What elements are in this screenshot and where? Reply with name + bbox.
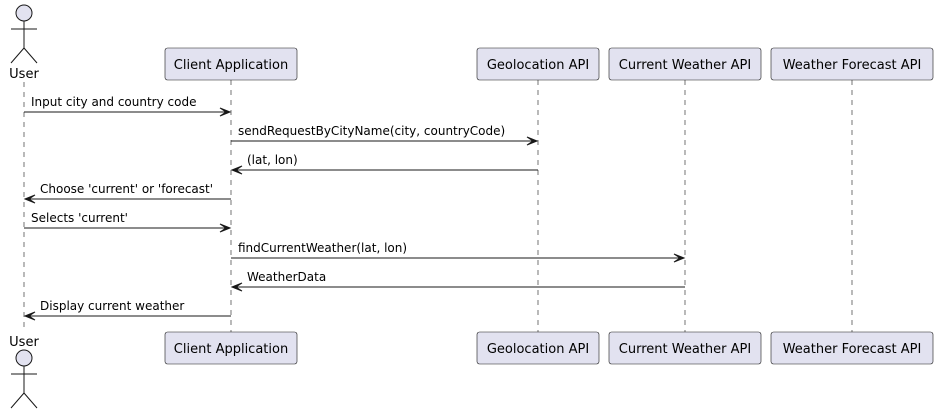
message-arrow-head	[230, 282, 243, 292]
message-8: Display current weather	[23, 299, 231, 321]
message-label: sendRequestByCityName(city, countryCode)	[238, 124, 505, 138]
participant-rect	[608, 47, 762, 81]
actor-figure-bottom-user	[10, 349, 38, 409]
actor-left-leg	[10, 392, 25, 409]
participant-rect	[770, 331, 934, 365]
message-arrow-head	[23, 194, 36, 204]
participant-rect	[476, 47, 600, 81]
participant-rect	[608, 331, 762, 365]
actor-label-top-user: User	[9, 67, 39, 82]
message-label: Selects 'current'	[31, 211, 128, 225]
participant-rect	[476, 331, 600, 365]
actor-head	[15, 4, 33, 22]
message-arrow-head	[526, 136, 539, 146]
message-label: findCurrentWeather(lat, lon)	[238, 241, 407, 255]
participant-box-bottom-geo: Geolocation API	[476, 331, 600, 365]
participant-label: Weather Forecast API	[783, 58, 922, 73]
participant-rect	[164, 47, 298, 81]
participant-box-bottom-client: Client Application	[164, 331, 298, 365]
message-3: (lat, lon)	[230, 153, 538, 175]
actor-figure-top-user	[10, 4, 38, 64]
actor-left-leg	[10, 47, 25, 64]
participant-label: Current Weather API	[619, 58, 751, 73]
message-arrow-head	[23, 311, 36, 321]
participant-box-top-client: Client Application	[164, 47, 298, 81]
message-4: Choose 'current' or 'forecast'	[23, 182, 231, 204]
participant-box-bottom-current: Current Weather API	[608, 331, 762, 365]
participant-box-top-current: Current Weather API	[608, 47, 762, 81]
actor-right-leg	[23, 392, 38, 409]
participant-rect	[164, 331, 298, 365]
message-arrow-head	[219, 223, 232, 233]
message-label: Display current weather	[40, 299, 184, 313]
message-arrow-head	[219, 107, 232, 117]
participant-label: Current Weather API	[619, 342, 751, 357]
participant-box-top-geo: Geolocation API	[476, 47, 600, 81]
participant-label: Geolocation API	[487, 58, 589, 73]
participant-rect	[770, 47, 934, 81]
message-arrow-head	[673, 253, 686, 263]
message-label: WeatherData	[247, 270, 326, 284]
participant-label: Geolocation API	[487, 342, 589, 357]
message-label: (lat, lon)	[247, 153, 298, 167]
participant-box-bottom-forecast: Weather Forecast API	[770, 331, 934, 365]
participant-label: Client Application	[174, 342, 288, 357]
participant-box-top-forecast: Weather Forecast API	[770, 47, 934, 81]
message-label: Input city and country code	[31, 95, 196, 109]
message-arrow-head	[230, 165, 243, 175]
actor-label-bottom-user: User	[9, 335, 39, 350]
lifelines	[23, 80, 853, 332]
message-label: Choose 'current' or 'forecast'	[40, 182, 213, 196]
participant-label: Client Application	[174, 58, 288, 73]
actor-right-leg	[23, 47, 38, 64]
actor-head	[15, 349, 33, 367]
message-2: sendRequestByCityName(city, countryCode)	[231, 124, 539, 146]
messages: Input city and country code sendRequestBy…	[23, 95, 686, 321]
message-5: Selects 'current'	[24, 211, 232, 233]
participant-label: Weather Forecast API	[783, 342, 922, 357]
message-6: findCurrentWeather(lat, lon)	[231, 241, 686, 263]
message-7: WeatherData	[230, 270, 685, 292]
message-1: Input city and country code	[24, 95, 232, 117]
